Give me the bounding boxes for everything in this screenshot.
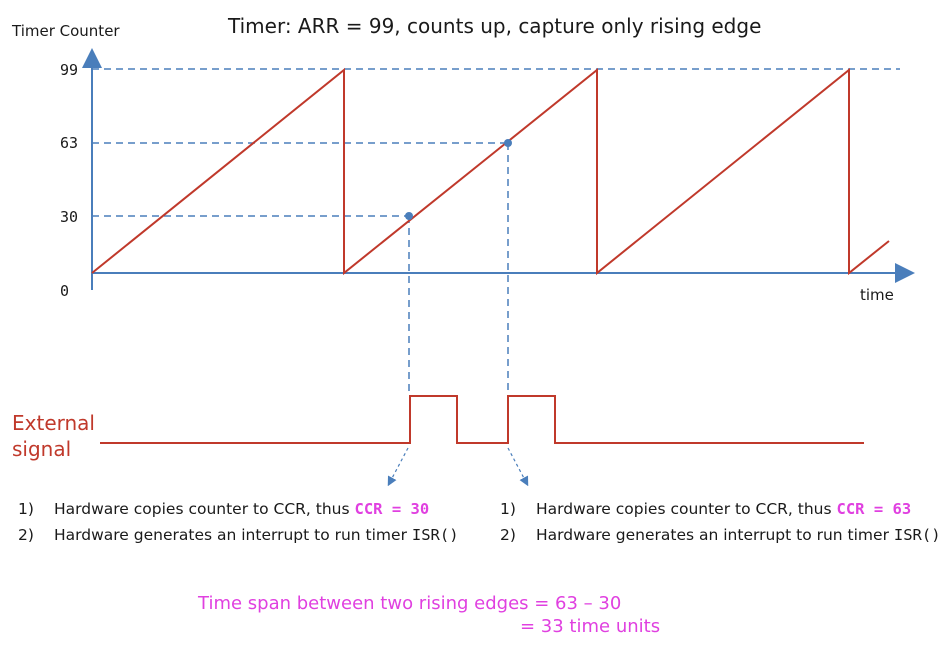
y-tick-30: 30 — [60, 208, 79, 226]
x-axis-label: time — [860, 286, 894, 304]
y-tick-0: 0 — [60, 282, 70, 300]
notes-left: 1)Hardware copies counter to CCR, thus C… — [18, 496, 459, 548]
edge-arrow-2 — [507, 447, 529, 487]
notes-right: 1)Hardware copies counter to CCR, thus C… — [500, 496, 941, 548]
y-tick-63: 63 — [60, 134, 79, 152]
external-signal-label: External signal — [12, 411, 95, 461]
note-left-2: 2)Hardware generates an interrupt to run… — [18, 526, 459, 544]
diagram-title: Timer: ARR = 99, counts up, capture only… — [228, 14, 762, 38]
y-tick-99: 99 — [60, 61, 79, 79]
external-signal-waveform — [100, 395, 864, 444]
time-span-line-2: = 33 time units — [520, 616, 661, 637]
capture-point-63 — [504, 139, 512, 147]
y-axis-label: Timer Counter — [12, 22, 120, 40]
counter-sawtooth — [91, 67, 890, 276]
note-left-1: 1)Hardware copies counter to CCR, thus C… — [18, 500, 430, 518]
time-span-line-1: Time span between two rising edges = 63 … — [198, 593, 622, 614]
note-right-1: 1)Hardware copies counter to CCR, thus C… — [500, 500, 912, 518]
note-right-2: 2)Hardware generates an interrupt to run… — [500, 526, 941, 544]
capture-point-30 — [405, 212, 413, 220]
edge-arrow-1 — [387, 447, 409, 487]
